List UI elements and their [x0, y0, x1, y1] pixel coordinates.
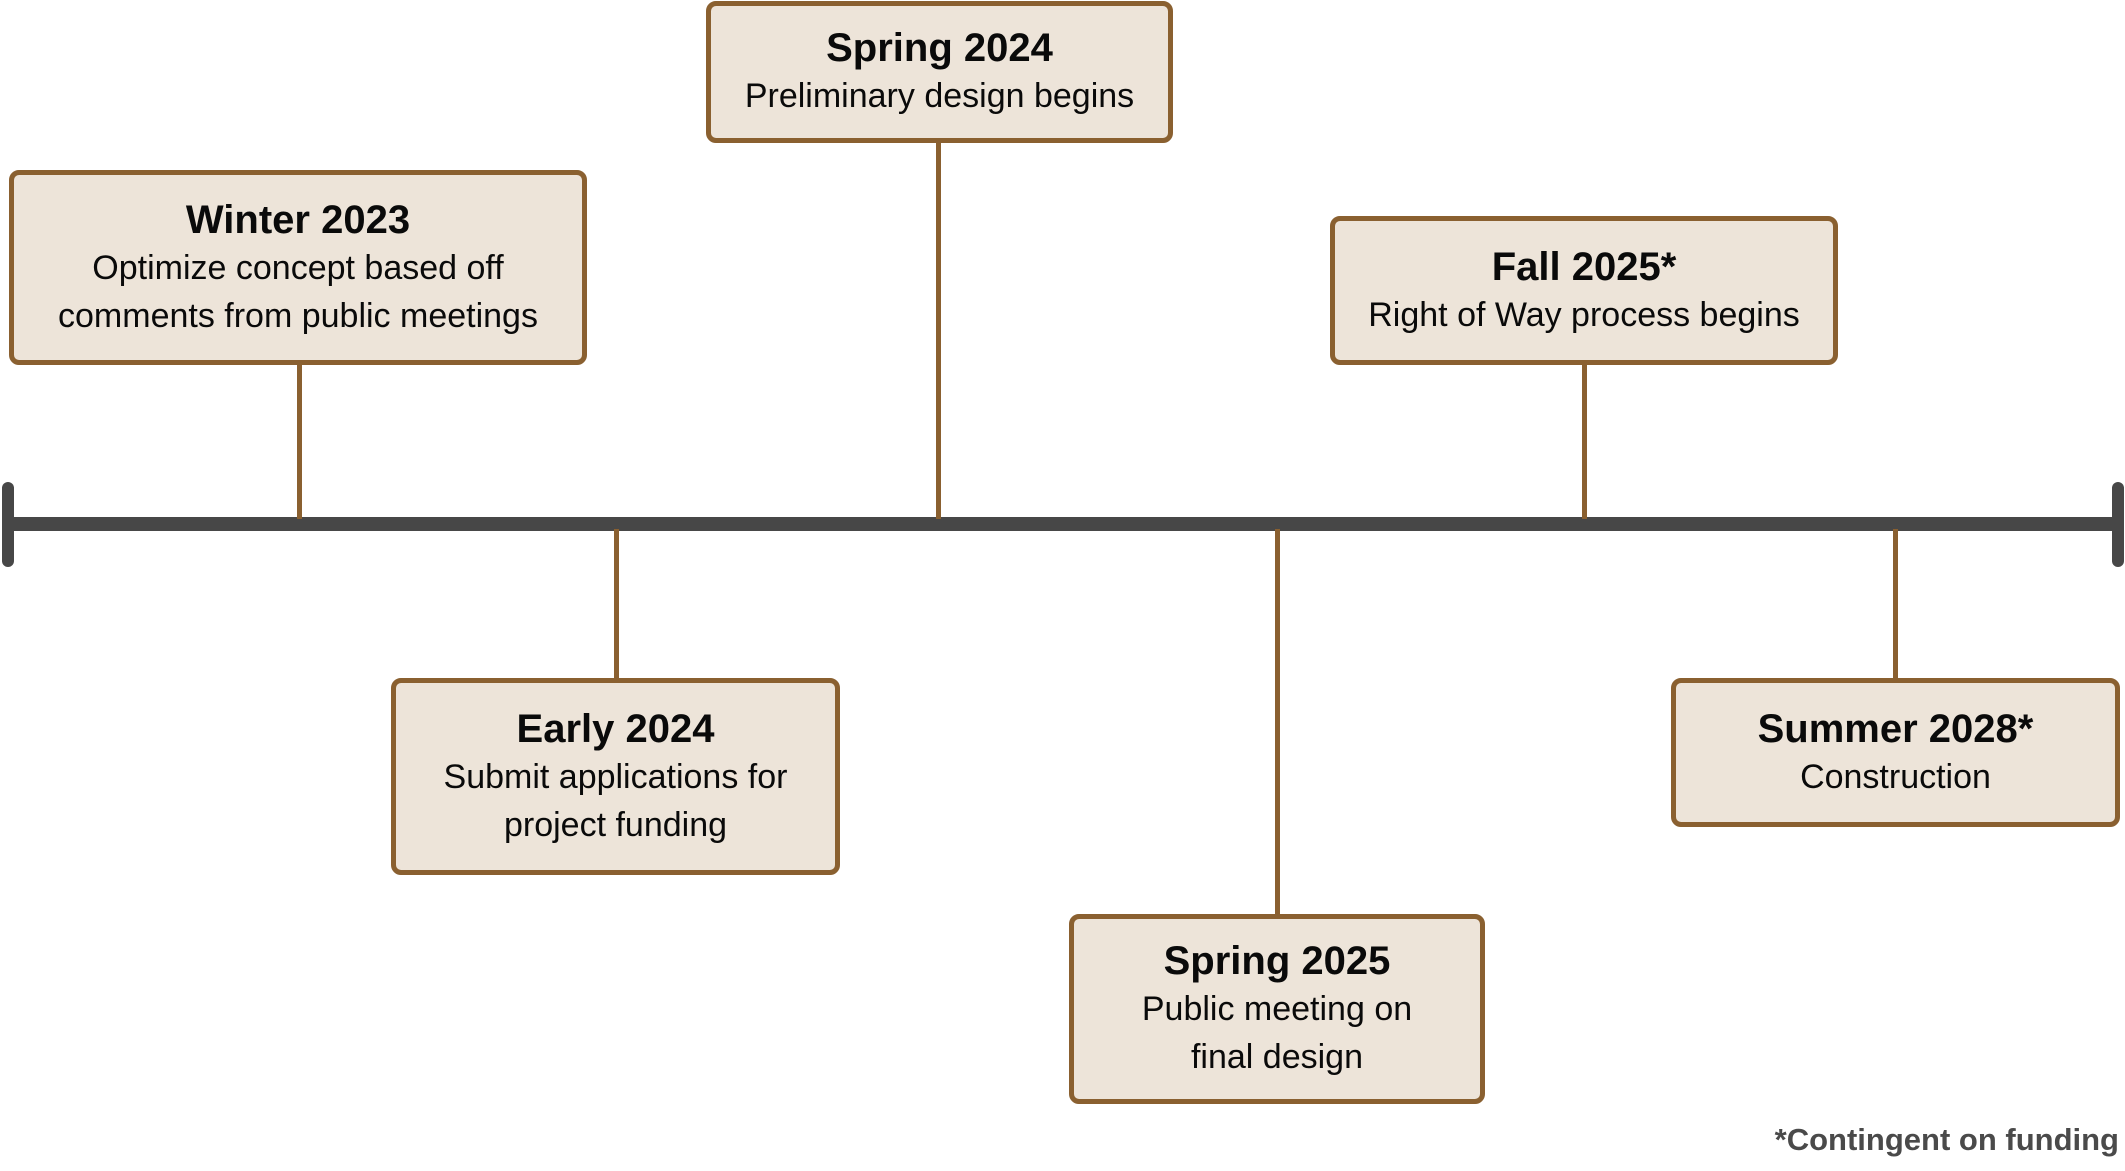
milestone-title: Summer 2028*: [1757, 706, 2034, 751]
milestone-desc-line: Public meeting on: [1141, 990, 1413, 1028]
milestone-desc-line: Right of Way process begins: [1368, 295, 1800, 334]
milestone-desc-line: Submit applications for: [443, 757, 788, 796]
connector-early-2024: [614, 529, 619, 681]
timeline-end-cap: [2112, 482, 2124, 567]
milestone-spring-2024: Spring 2024 Preliminary design begins: [706, 1, 1173, 143]
milestone-title: Winter 2023: [185, 197, 411, 242]
milestone-summer-2028: Summer 2028* Construction: [1671, 678, 2120, 827]
milestone-desc-line: project funding: [503, 805, 728, 844]
milestone-desc-line: Construction: [1800, 757, 1991, 796]
connector-spring-2024: [936, 140, 941, 519]
milestone-desc-line: Preliminary design begins: [744, 77, 1135, 115]
milestone-early-2024: Early 2024 Submit applications for proje…: [391, 678, 840, 875]
milestone-desc-line: Optimize concept based off: [92, 248, 504, 287]
connector-spring-2025: [1275, 529, 1280, 917]
connector-fall-2025: [1582, 362, 1587, 519]
milestone-desc-line: final design: [1190, 1038, 1363, 1076]
footnote: *Contingent on funding: [1774, 1122, 2119, 1157]
milestone-title: Early 2024: [516, 706, 715, 751]
milestone-title: Fall 2025*: [1491, 244, 1677, 289]
connector-summer-2028: [1893, 529, 1898, 681]
milestone-title: Spring 2025: [1163, 939, 1391, 983]
timeline-start-cap: [2, 482, 14, 567]
milestone-spring-2025: Spring 2025 Public meeting on final desi…: [1069, 914, 1485, 1104]
milestone-winter-2023: Winter 2023 Optimize concept based off c…: [9, 170, 587, 365]
milestone-desc-line: comments from public meetings: [58, 296, 538, 335]
milestone-title: Spring 2024: [826, 26, 1053, 70]
milestone-fall-2025: Fall 2025* Right of Way process begins: [1330, 216, 1838, 365]
timeline-bar: [6, 517, 2118, 531]
connector-winter-2023: [297, 362, 302, 519]
